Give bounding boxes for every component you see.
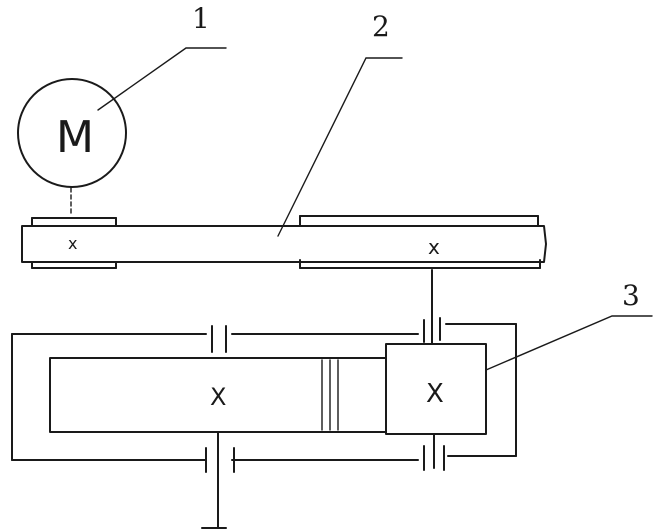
gearbox-housing xyxy=(11,323,517,461)
callout-label-3: 3 xyxy=(622,279,640,312)
long-gear-mark: X xyxy=(210,383,226,411)
bearing-marks xyxy=(205,317,445,473)
callout-leader-1 xyxy=(97,47,227,111)
callout-label-2: 2 xyxy=(372,10,390,43)
large-pulley-mark: x xyxy=(428,235,440,259)
motor-symbol: M xyxy=(56,112,94,163)
callout-leader-3 xyxy=(485,315,653,371)
mesh-gear xyxy=(385,343,487,435)
callout-leader-2 xyxy=(277,57,403,237)
callout-label-1: 1 xyxy=(192,2,210,35)
motor-circle xyxy=(17,78,127,188)
belt-drive xyxy=(21,215,547,269)
mesh-gear-mark: X xyxy=(426,379,444,409)
small-pulley-mark: x xyxy=(68,234,77,253)
drive-belt xyxy=(21,225,547,263)
